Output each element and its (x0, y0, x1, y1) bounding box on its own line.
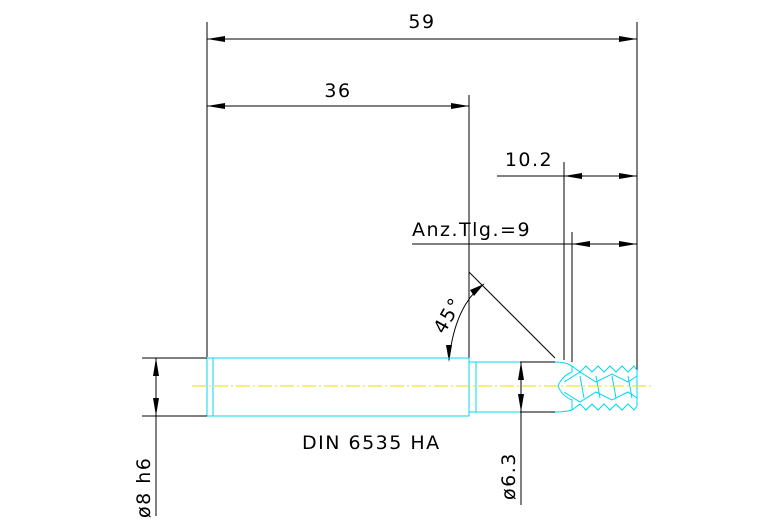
arrow-d63-bottom (518, 394, 524, 412)
thread-cross-hatch (579, 375, 633, 399)
arrow-10-2-right (619, 173, 637, 179)
arrow-36-left (207, 103, 225, 109)
arrow-d63-top (518, 362, 524, 380)
arrow-36-right (451, 103, 469, 109)
arrow-angle-top (470, 284, 484, 296)
dim-text-d8: ø8 h6 (133, 457, 155, 518)
dim-text-angle: 45° (429, 293, 467, 337)
arrow-59-left (207, 36, 225, 42)
dim-text-59: 59 (408, 11, 435, 33)
arrow-d8-bottom (153, 398, 159, 416)
arrow-10-2-left (564, 173, 582, 179)
arrow-teeth-right (619, 241, 637, 247)
dim-text-10-2: 10.2 (505, 149, 553, 171)
arrow-d8-top (153, 358, 159, 376)
arrow-59-right (619, 36, 637, 42)
chamfer-angle-line (468, 271, 556, 359)
dim-text-d63: ø6.3 (498, 452, 520, 500)
thread-bottom (571, 403, 638, 411)
thread-top (571, 365, 638, 373)
thread-flank-1 (563, 371, 638, 383)
standard-label: DIN 6535 HA (302, 432, 441, 454)
chamfer-profile (554, 361, 573, 413)
dim-text-teeth: Anz.Tlg.=9 (412, 219, 531, 241)
arrow-teeth-left (572, 241, 590, 247)
thread-flank-2 (563, 391, 638, 403)
shank-outline (206, 357, 470, 417)
arrow-angle-bottom (446, 345, 452, 362)
dim-text-36: 36 (324, 80, 351, 102)
